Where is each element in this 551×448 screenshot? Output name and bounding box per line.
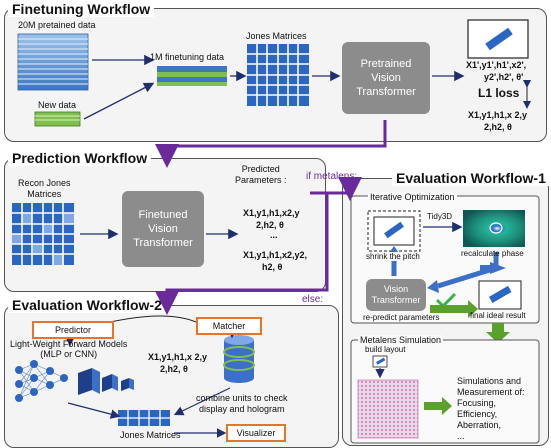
pretrained-data-stack-icon <box>17 33 89 91</box>
repredict-label: re-predict parameters <box>363 313 440 322</box>
evaluation1-title: Evaluation Workflow-1 <box>392 170 550 186</box>
arrow-if-branch <box>310 177 362 201</box>
loop-arrow-recalc <box>437 252 499 289</box>
predictor-box: Predictor <box>32 321 114 339</box>
prediction-params-line3: X1,y1,h1,x2,y2, <box>243 250 308 260</box>
arrow-to-simulations <box>424 397 452 415</box>
prediction-params-line4: h2, θ <box>262 262 283 272</box>
finetuning-data-label: 1M finetuning data <box>150 52 225 62</box>
new-data-stack-icon <box>34 111 81 127</box>
pretrained-vit-box: Pretrained Vision Transformer <box>342 42 430 114</box>
arrow-db-to-jones <box>173 387 231 416</box>
eval2-jones-label: Jones Matrices <box>120 430 181 440</box>
database-icon <box>223 335 255 383</box>
cnn-blocks-icon <box>78 368 134 395</box>
evaluation2-title: Evaluation Workflow-2 <box>8 297 166 313</box>
pitch-unit-rectangle-icon <box>384 221 404 239</box>
visualizer-box: Visualizer <box>226 424 286 442</box>
recon-jones-matrix-grid-icon <box>12 203 74 265</box>
arrow-models-to-jones <box>67 402 121 419</box>
prediction-title: Prediction Workflow <box>8 150 152 166</box>
shrink-pitch-label: shrink the pitch <box>366 252 420 261</box>
arrow-else-branch <box>155 193 329 315</box>
metalens-layout-image <box>357 379 419 439</box>
predicted-params-line1: X1',y1',h1',x2', <box>466 60 527 70</box>
loss-label: L1 loss <box>478 86 520 100</box>
jones-matrices-label: Jones Matrices <box>246 31 307 41</box>
gt-params-line2: 2,h2, θ <box>484 122 512 132</box>
if-metalens-label: if metalens: <box>306 171 358 182</box>
recalculate-phase-label: recalculate phase <box>461 249 524 258</box>
neural-network-icon <box>15 360 68 402</box>
eval2-jones-matrix-grid-icon <box>118 410 170 426</box>
unit-rectangle-icon <box>485 27 513 51</box>
tidy3d-label: Tidy3D <box>427 212 453 221</box>
vit-box-eval1: Vision Transformer <box>366 279 426 311</box>
eval2-params-line2: 2,h2, θ <box>160 364 188 374</box>
sample-unit-box <box>467 19 529 59</box>
predictor-matcher-link <box>109 315 197 323</box>
combine-units-label: combine units to check display and holog… <box>196 393 288 414</box>
models-label: Light-Weight Forward Models (MLP or CNN) <box>10 339 128 359</box>
arrow-to-simulation <box>486 323 510 343</box>
final-unit-rectangle-icon <box>488 285 512 303</box>
simulations-text: Simulations and Measurement of: Focusing… <box>457 376 525 441</box>
phase-map-image <box>463 210 525 247</box>
predicted-params-line2: y2',h2', θ' <box>484 72 524 82</box>
prediction-params-ellipsis: ... <box>270 230 278 240</box>
finetuning-title: Finetuning Workflow <box>8 1 155 17</box>
arrow-pretrained-to-prediction <box>155 120 387 168</box>
prediction-params-line2: 2,h2, θ <box>256 220 284 230</box>
matcher-box: Matcher <box>196 317 262 335</box>
new-data-label: New data <box>38 100 77 110</box>
predicted-parameters-label: Predicted Parameters : <box>235 164 287 185</box>
finetuning-data-stack-icon <box>157 66 227 86</box>
iterative-optimization-title: Iterative Optimization <box>368 192 457 202</box>
pretrained-data-label: 20M pretained data <box>18 20 96 30</box>
jones-matrix-grid-icon <box>247 44 309 106</box>
metalens-simulation-title: Metalens Simulation <box>358 335 444 345</box>
recon-jones-label: Recon Jones Matrices <box>18 178 71 199</box>
final-ideal-result-label: final ideal result <box>470 311 526 320</box>
arrow-to-final-result <box>430 300 478 318</box>
else-label: else: <box>302 294 324 305</box>
prediction-params-line1: X1,y1,h1,x2,y <box>243 208 300 218</box>
finetuned-vit-box: Finetuned Vision Transformer <box>122 191 204 267</box>
gt-params-line1: X1,y1,h1,x 2,y <box>468 110 528 120</box>
arrow-newdata-to-finetune <box>83 82 155 120</box>
build-layout-label: build layout <box>365 345 406 354</box>
eval2-params-line1: X1,y1,h1,x 2,y <box>148 352 208 362</box>
